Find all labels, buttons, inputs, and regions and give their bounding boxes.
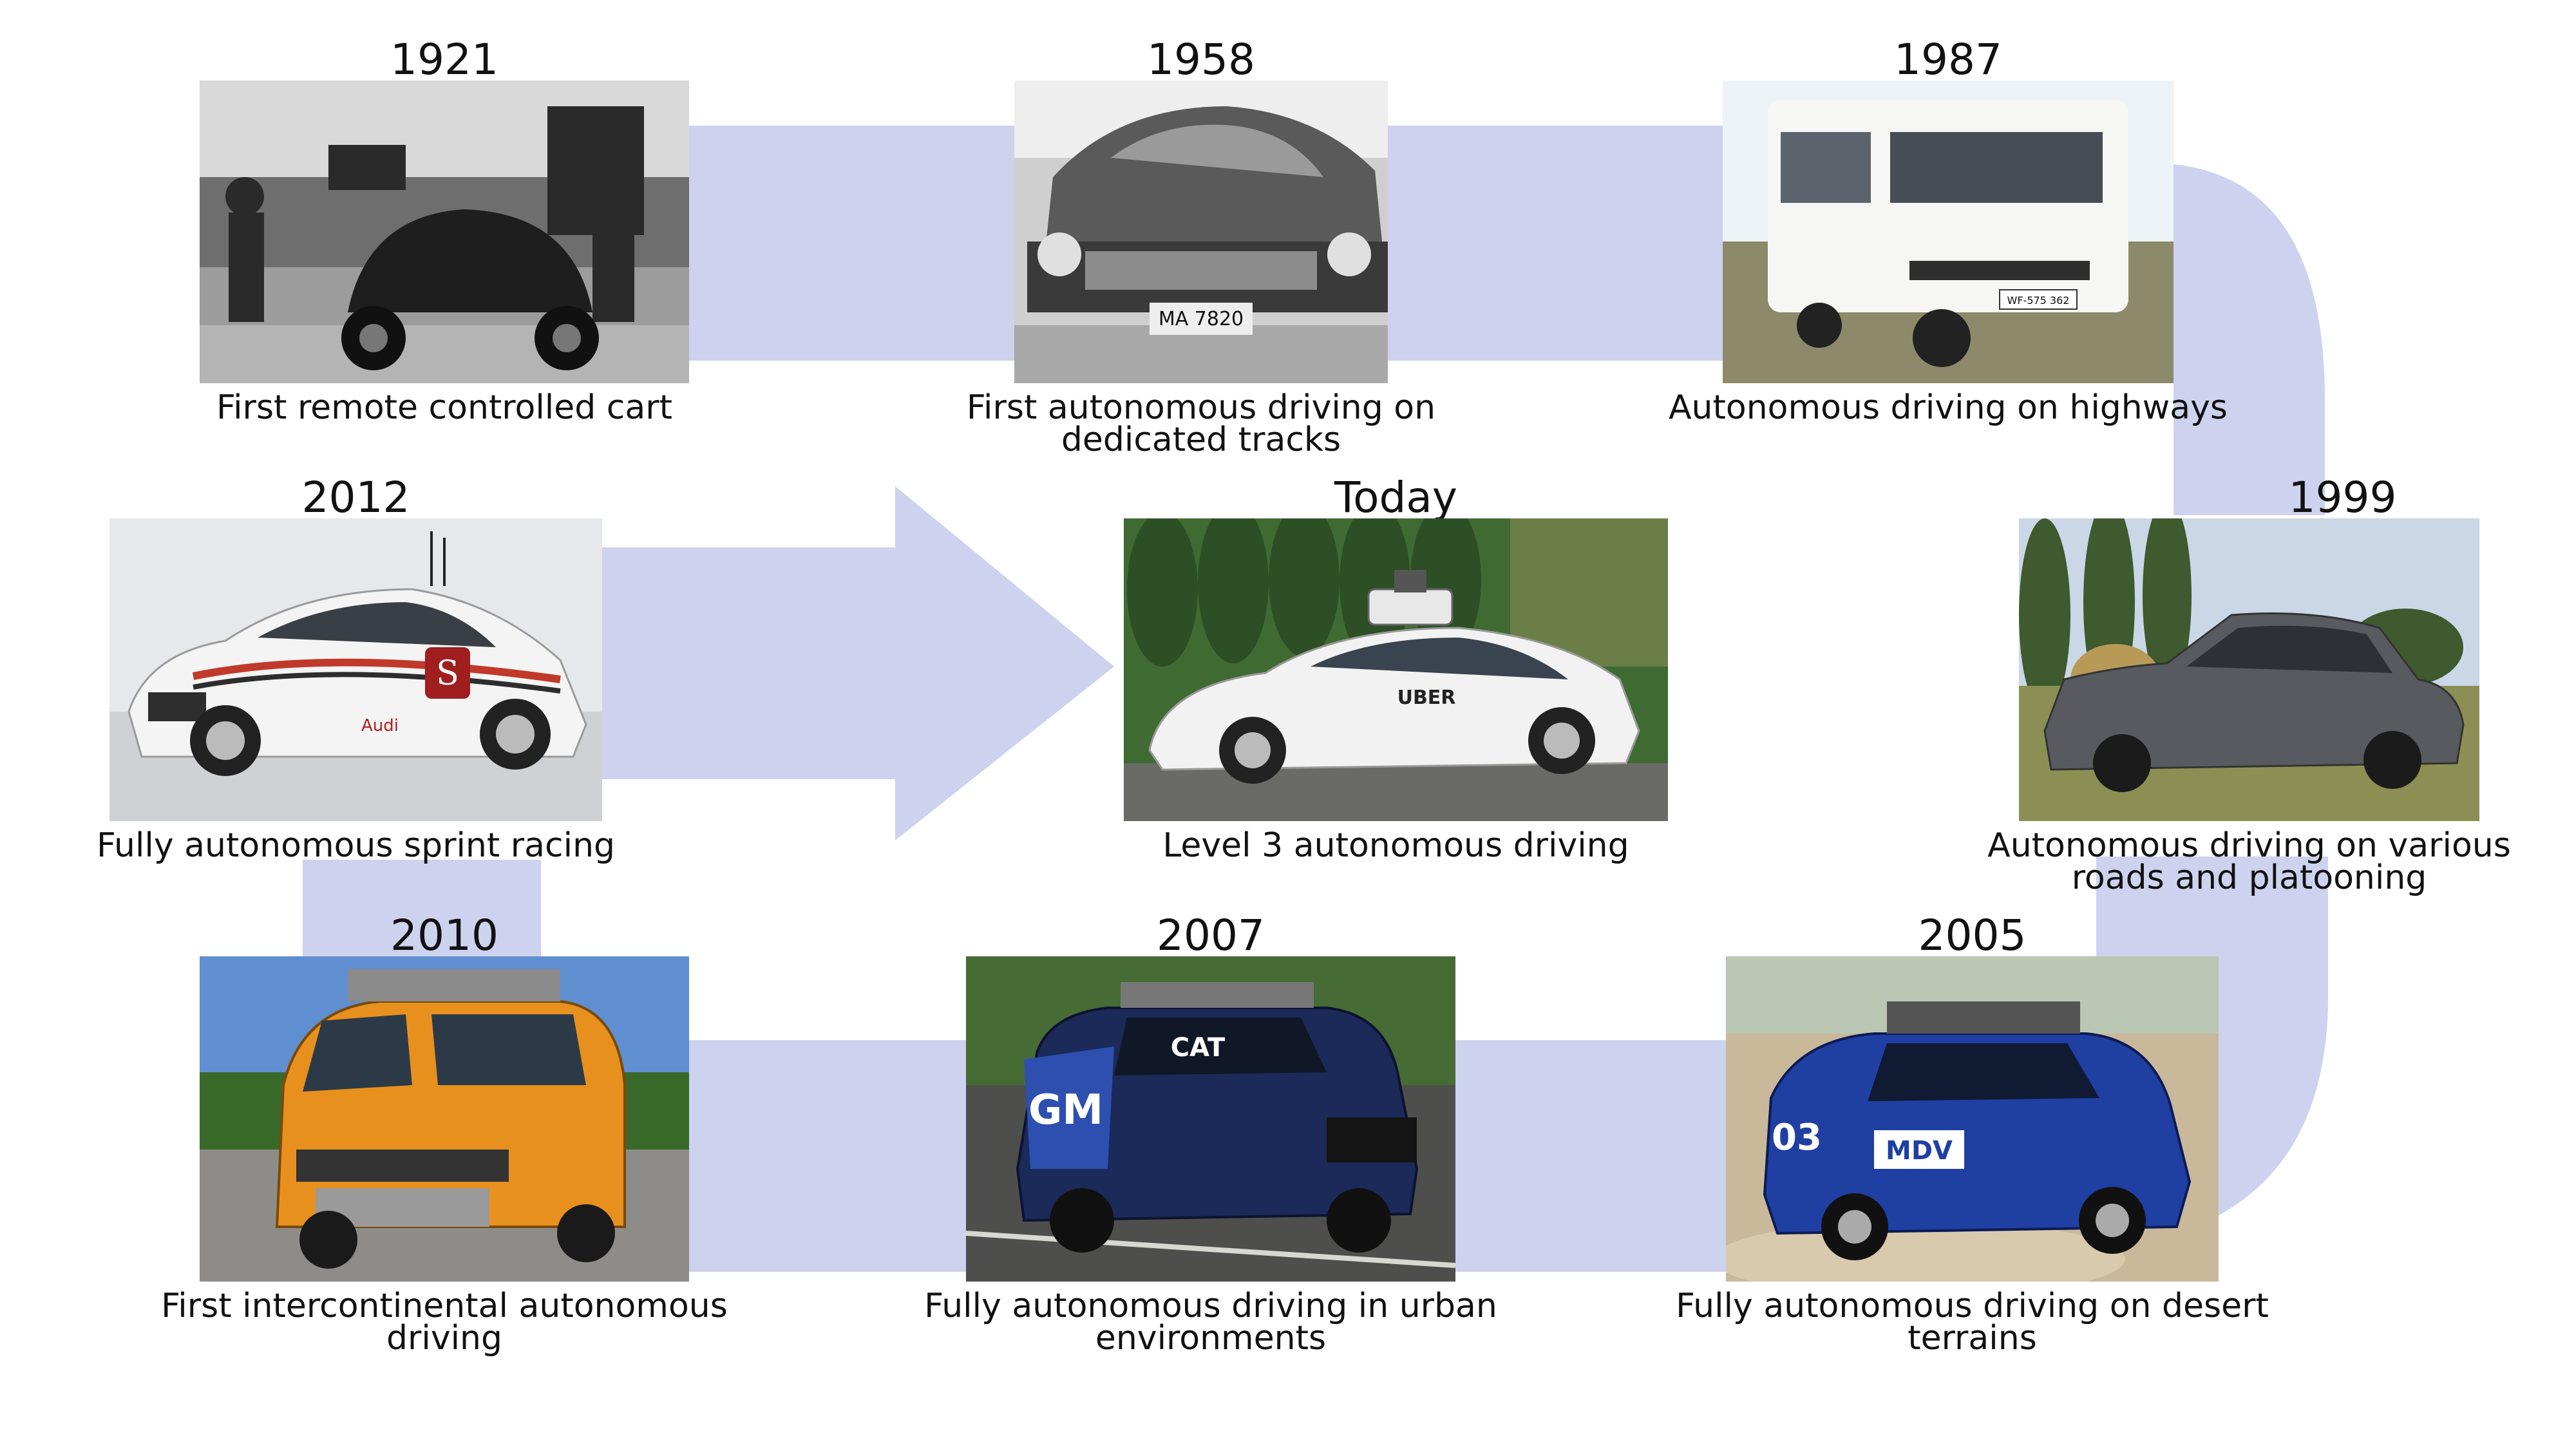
flow-curve-1999-2005 xyxy=(2096,857,2328,1217)
year-label: 2007 xyxy=(1157,911,1265,960)
year-label: Today xyxy=(1334,473,1457,522)
flow-connector-2010-2012 xyxy=(303,860,541,960)
license-plate: WF-575 362 xyxy=(2007,294,2070,307)
photo-1958-chevrolet: MA 7820 xyxy=(1014,80,1388,383)
caption: Fully autonomous driving on desert terra… xyxy=(1676,1287,2269,1358)
caption: First autonomous driving on dedicated tr… xyxy=(966,388,1436,459)
caption: First intercontinental autonomous drivin… xyxy=(161,1287,728,1358)
flow-arrow-to-today xyxy=(602,486,1114,840)
car-logo-gm: GM xyxy=(1028,1086,1103,1134)
milestone-2007: 2007 GM CAT Fully autonomous driving in … xyxy=(924,908,1497,1372)
year-label: 2005 xyxy=(1918,911,2027,960)
photo-1987-van: WF-575 362 xyxy=(1723,80,2174,383)
year-label: 2012 xyxy=(301,473,410,522)
caption: Autonomous driving on various roads and … xyxy=(1987,826,2511,897)
year-label: 1987 xyxy=(1894,35,2002,84)
license-plate: MA 7820 xyxy=(1159,308,1244,330)
milestone-1987: 1987 WF-575 362 Autonomous driving on hi… xyxy=(1669,32,2228,444)
milestone-1999: 1999 Autonomous driving on various roads… xyxy=(1987,470,2511,908)
flow-connector-2005-2007 xyxy=(1455,1040,1729,1272)
sponsor-label: MDV xyxy=(1886,1136,1953,1166)
car-logo-cat: CAT xyxy=(1171,1033,1226,1063)
photo-2012-audi-tts: S Audi xyxy=(109,518,602,821)
photo-today-uber-fusion: UBER xyxy=(1124,518,1668,821)
milestone-2012: 2012 S Audi Fully autonomous sprint raci… xyxy=(97,470,615,882)
milestone-today: Today UBER xyxy=(1124,470,1668,882)
milestone-1958: 1958 MA 7820 First autonomous driving on… xyxy=(967,32,1435,470)
caption: First remote controlled cart xyxy=(216,388,673,427)
year-label: 1958 xyxy=(1147,35,1255,84)
year-label: 1921 xyxy=(390,35,498,84)
car-number: 03 xyxy=(1772,1117,1822,1159)
photo-2007-boss-tahoe: GM CAT xyxy=(966,956,1455,1282)
milestone-2005: 2005 03 MDV Fully autonomous driving on … xyxy=(1676,908,2269,1372)
year-label: 1999 xyxy=(2288,473,2397,522)
caption: Fully autonomous driving in urban enviro… xyxy=(924,1287,1497,1358)
photo-1999-lancia xyxy=(2019,518,2479,821)
caption: Fully autonomous sprint racing xyxy=(96,826,616,865)
caption: Autonomous driving on highways xyxy=(1668,388,2228,427)
milestone-1921: 1921 First remote controlled cart xyxy=(200,32,689,444)
car-brand-text: UBER xyxy=(1397,687,1456,709)
door-logo: S xyxy=(436,654,459,693)
flow-connector-1921-1958 xyxy=(689,126,1014,361)
caption: Level 3 autonomous driving xyxy=(1162,826,1629,865)
photo-2010-orange-van xyxy=(200,956,689,1282)
flow-connector-2007-2010 xyxy=(689,1040,972,1272)
flow-curve-1987-1999 xyxy=(2174,164,2325,515)
year-label: 2010 xyxy=(390,911,498,960)
photo-2005-stanley-touareg: 03 MDV xyxy=(1726,956,2219,1282)
milestone-2010: 2010 First intercontinental autonomous d… xyxy=(161,908,728,1372)
car-brand-text: Audi xyxy=(361,716,399,735)
flow-connector-1958-1987 xyxy=(1388,126,1723,361)
photo-1921-remote-cart xyxy=(200,80,689,383)
